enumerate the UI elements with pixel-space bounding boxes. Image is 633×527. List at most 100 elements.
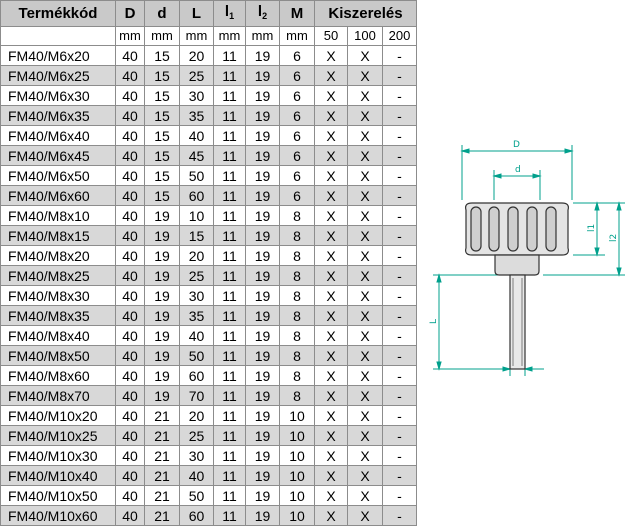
- cell-pack-100: X: [347, 245, 383, 266]
- cell-D: 40: [115, 465, 145, 486]
- header-D: D: [115, 0, 145, 27]
- cell-pack-50: X: [314, 45, 348, 66]
- knob-grip-2: [488, 206, 500, 252]
- cell-L: 40: [179, 465, 214, 486]
- cell-pack-50: X: [314, 345, 348, 366]
- cell-pack-100: X: [347, 305, 383, 326]
- cell-L: 20: [179, 45, 214, 66]
- label-l1: l1: [587, 224, 597, 232]
- dim-L-arrow-top: [436, 273, 442, 283]
- cell-pack-200: -: [382, 305, 417, 326]
- cell-l1: 11: [213, 265, 246, 286]
- cell-M: 8: [279, 365, 315, 386]
- cell-M: 6: [279, 65, 315, 86]
- cell-pack-50: X: [314, 385, 348, 406]
- cell-pack-200: -: [382, 365, 417, 386]
- cell-pack-50: X: [314, 145, 348, 166]
- cell-d: 21: [144, 445, 180, 466]
- dim-d-arrow-left: [492, 173, 502, 179]
- cell-l2: 19: [245, 165, 280, 186]
- cell-pack-50: X: [314, 285, 348, 306]
- cell-M: 8: [279, 345, 315, 366]
- cell-pack-100: X: [347, 85, 383, 106]
- cell-D: 40: [115, 85, 145, 106]
- cell-M: 8: [279, 245, 315, 266]
- header-d: d: [144, 0, 180, 27]
- cell-pack-50: X: [314, 485, 348, 506]
- dim-D-arrow-right: [564, 148, 574, 154]
- cell-D: 40: [115, 385, 145, 406]
- cell-d: 19: [144, 225, 180, 246]
- cell-D: 40: [115, 45, 145, 66]
- cell-l1: 11: [213, 305, 246, 326]
- cell-M: 8: [279, 265, 315, 286]
- cell-M: 10: [279, 505, 315, 526]
- cell-L: 70: [179, 385, 214, 406]
- cell-D: 40: [115, 145, 145, 166]
- dim-l2-arrow-top: [616, 201, 622, 211]
- cell-product-code: FM40/M10x30: [0, 445, 116, 466]
- unit-cell: 200: [382, 26, 417, 46]
- cell-l1: 11: [213, 225, 246, 246]
- cell-pack-100: X: [347, 345, 383, 366]
- cell-pack-50: X: [314, 265, 348, 286]
- cell-M: 6: [279, 85, 315, 106]
- cell-l1: 11: [213, 45, 246, 66]
- dim-D-arrow-left: [460, 148, 470, 154]
- header-L: L: [179, 0, 214, 27]
- cell-D: 40: [115, 405, 145, 426]
- cell-product-code: FM40/M8x50: [0, 345, 116, 366]
- cell-d: 21: [144, 505, 180, 526]
- cell-pack-50: X: [314, 65, 348, 86]
- cell-L: 35: [179, 305, 214, 326]
- cell-l2: 19: [245, 465, 280, 486]
- cell-L: 35: [179, 105, 214, 126]
- cell-d: 15: [144, 65, 180, 86]
- cell-M: 6: [279, 45, 315, 66]
- cell-product-code: FM40/M8x30: [0, 285, 116, 306]
- cell-L: 50: [179, 345, 214, 366]
- cell-L: 30: [179, 85, 214, 106]
- cell-L: 30: [179, 445, 214, 466]
- header-l2-base: l: [257, 2, 263, 20]
- unit-cell: mm: [179, 26, 214, 46]
- header-M: M: [279, 0, 315, 27]
- cell-l2: 19: [245, 485, 280, 506]
- cell-D: 40: [115, 445, 145, 466]
- cell-pack-200: -: [382, 485, 417, 506]
- cell-pack-50: X: [314, 205, 348, 226]
- cell-l2: 19: [245, 325, 280, 346]
- cell-l1: 11: [213, 205, 246, 226]
- unit-cell: mm: [213, 26, 246, 46]
- cell-product-code: FM40/M6x45: [0, 145, 116, 166]
- cell-l1: 11: [213, 165, 246, 186]
- cell-product-code: FM40/M6x30: [0, 85, 116, 106]
- cell-M: 8: [279, 325, 315, 346]
- cell-M: 8: [279, 285, 315, 306]
- cell-L: 25: [179, 425, 214, 446]
- unit-cell: 100: [347, 26, 383, 46]
- header-l1: l1: [213, 0, 246, 27]
- cell-D: 40: [115, 285, 145, 306]
- unit-blank-cell: [0, 26, 116, 46]
- cell-l2: 19: [245, 85, 280, 106]
- cell-pack-50: X: [314, 245, 348, 266]
- cell-M: 8: [279, 205, 315, 226]
- cell-l1: 11: [213, 465, 246, 486]
- cell-D: 40: [115, 305, 145, 326]
- cell-d: 19: [144, 265, 180, 286]
- cell-product-code: FM40/M6x25: [0, 65, 116, 86]
- cell-D: 40: [115, 245, 145, 266]
- cell-d: 21: [144, 405, 180, 426]
- cell-pack-200: -: [382, 465, 417, 486]
- cell-pack-200: -: [382, 425, 417, 446]
- dim-M-arrow-left: [502, 366, 512, 372]
- cell-D: 40: [115, 505, 145, 526]
- cell-D: 40: [115, 325, 145, 346]
